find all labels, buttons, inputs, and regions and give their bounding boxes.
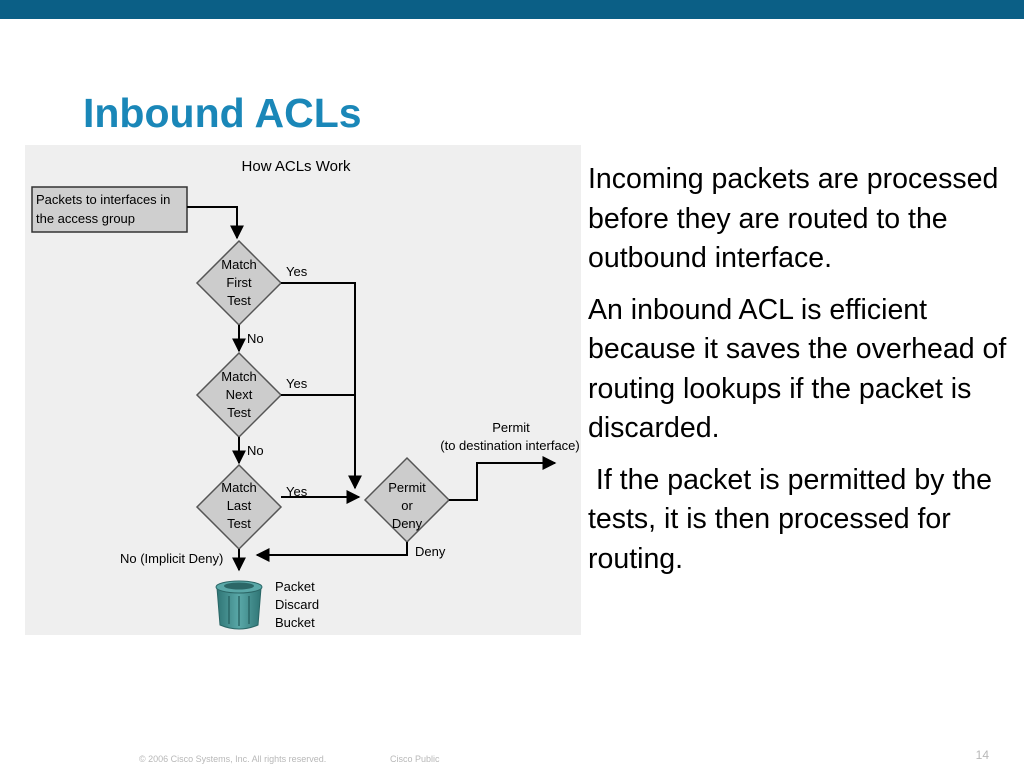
arrow-start-to-first	[187, 206, 244, 240]
yes-label-first: Yes	[286, 264, 308, 279]
svg-text:Permit: Permit	[388, 480, 426, 495]
start-box: Packets to interfaces in the access grou…	[31, 186, 188, 233]
deny-label: Deny	[415, 544, 446, 559]
yes-label-next: Yes	[286, 376, 308, 391]
permit-label: Permit	[492, 420, 530, 435]
footer-classification: Cisco Public	[390, 754, 440, 764]
flowchart-title: How ACLs Work	[242, 158, 351, 175]
paragraph-efficiency: An inbound ACL is efficient because it s…	[588, 293, 1015, 445]
top-banner	[0, 0, 1024, 19]
arrow-permit-out	[449, 456, 557, 501]
permit-destination-label: (to destination interface)	[440, 438, 579, 453]
svg-text:First: First	[226, 275, 252, 290]
svg-text:Next: Next	[226, 387, 253, 402]
svg-text:Match: Match	[221, 480, 256, 495]
start-box-line-2: the access group	[36, 211, 135, 226]
paragraph-incoming: Incoming packets are processed before th…	[588, 163, 1007, 274]
decision-first-test: Match First Test	[195, 239, 283, 327]
paragraph-permitted: If the packet is permitted by the tests,…	[588, 463, 1000, 575]
svg-text:Last: Last	[227, 498, 252, 513]
start-box-line-1: Packets to interfaces in	[36, 192, 170, 207]
no-label-first: No	[247, 331, 264, 346]
arrow-first-yes	[281, 282, 362, 490]
decision-last-test: Match Last Test	[195, 463, 283, 551]
no-label-next: No	[247, 443, 264, 458]
svg-text:Match: Match	[221, 257, 256, 272]
bucket-label-3: Bucket	[275, 615, 315, 630]
acl-flowchart: How ACLs Work Packets to interfaces in t…	[25, 145, 581, 635]
body-text: Incoming packets are processed before th…	[588, 160, 1008, 591]
svg-text:Test: Test	[227, 405, 251, 420]
bucket-label-1: Packet	[275, 579, 315, 594]
arrow-deny	[255, 542, 408, 562]
slide-title: Inbound ACLs	[83, 90, 362, 136]
svg-text:Test: Test	[227, 293, 251, 308]
svg-text:Deny: Deny	[392, 516, 423, 531]
discard-bucket-icon	[215, 580, 263, 630]
svg-text:Match: Match	[221, 369, 256, 384]
svg-text:or: or	[401, 498, 413, 513]
page-number: 14	[975, 748, 989, 762]
bucket-label-2: Discard	[275, 597, 319, 612]
svg-text:Test: Test	[227, 516, 251, 531]
footer-copyright: © 2006 Cisco Systems, Inc. All rights re…	[139, 754, 327, 764]
yes-label-last: Yes	[286, 484, 308, 499]
no-implicit-deny-label: No (Implicit Deny)	[120, 551, 223, 566]
